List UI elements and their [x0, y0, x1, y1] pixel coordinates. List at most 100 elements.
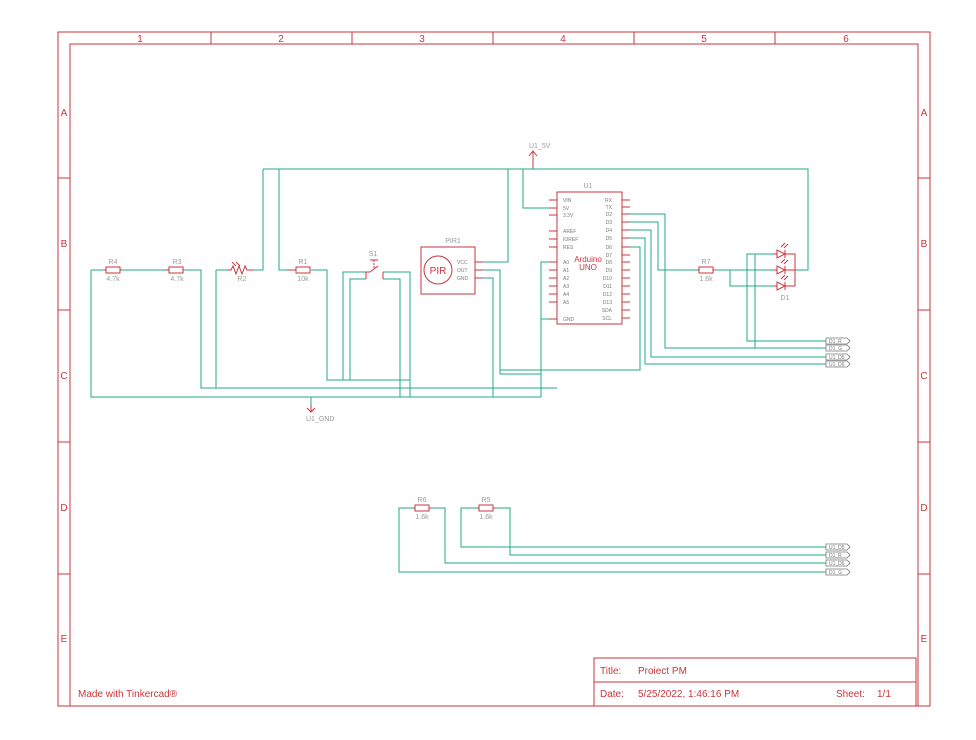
u1-right-pin-label: SCL	[602, 316, 612, 322]
u1-right-pin-label: D6	[606, 245, 613, 251]
gnd-label: U1_GND	[306, 416, 334, 423]
u1-right-pin-label: D13	[603, 300, 612, 306]
r5-value: 1.6k	[479, 514, 493, 521]
u1-name-line2: UNO	[579, 263, 597, 272]
row-label: C	[920, 371, 927, 382]
net-tag	[825, 568, 851, 576]
pir-pin-vcc: VCC	[457, 260, 468, 266]
date-value: 5/25/2022, 1:46:16 PM	[638, 689, 739, 700]
r4-value: 4.7k	[106, 276, 120, 283]
date-label: Date:	[600, 689, 624, 700]
u1-ref: U1	[584, 183, 593, 190]
frame-labels: 1 2 3 4 5 6 A B C D E A B C D E	[60, 34, 927, 645]
u1-right-pin-label: TX	[606, 205, 613, 211]
d1-ref: D1	[781, 295, 790, 302]
pir-body-label: PIR	[430, 266, 447, 277]
resistor-r3: R3 4.7k	[165, 259, 184, 283]
r1-value: 10k	[297, 276, 309, 283]
row-label: B	[921, 239, 928, 250]
vcc-symbol: U1_5V	[528, 143, 551, 168]
u1-left-pin-label: A2	[563, 276, 569, 282]
net-tag	[825, 344, 851, 352]
row-label: E	[61, 634, 68, 645]
pushbutton-s1: S1	[365, 251, 384, 279]
drawing-frame	[57, 31, 931, 707]
net-tag-label: D1_G	[829, 346, 842, 352]
u1-left-pin-label: RES	[563, 245, 574, 251]
u1-left-pin-label: VIN	[563, 198, 572, 204]
gnd-symbol: U1_GND	[306, 405, 334, 423]
title-block: Title: Proiect PM Date: 5/25/2022, 1:46:…	[593, 657, 917, 707]
net-tag	[825, 337, 851, 345]
net-tag-label: U1_D6	[829, 362, 845, 368]
u1-left-pin-label: IOREF	[563, 237, 578, 243]
row-label: E	[921, 634, 928, 645]
title-label: Title:	[600, 666, 621, 677]
row-label: D	[60, 503, 67, 514]
u1-right-pin-label: D11	[603, 284, 612, 290]
u1-right-pin-label: SDA	[602, 308, 613, 314]
net-tag	[825, 360, 851, 368]
sheet-value: 1/1	[877, 689, 891, 700]
u1-right-pin-label: D12	[603, 292, 612, 298]
r7-ref: R7	[702, 259, 711, 266]
pir-ref: PIR1	[445, 238, 461, 245]
r3-value: 4.7k	[170, 276, 184, 283]
resistor-r1: R1 10k	[287, 259, 311, 283]
resistor-r4: R4 4.7k	[104, 259, 122, 283]
u1-right-pin-label: D9	[606, 268, 613, 274]
net-tag-label: D1_R	[829, 553, 842, 559]
rgb-led-d1: D1	[773, 242, 796, 302]
u1-name-line1: Arduino	[574, 255, 602, 264]
u1-right-pin-label: D4	[606, 228, 613, 234]
row-label: A	[61, 108, 68, 119]
r4-ref: R4	[109, 259, 118, 266]
col-label: 4	[560, 34, 566, 45]
u1-left-pin-label: A5	[563, 300, 569, 306]
u1-left-pin-label: A0	[563, 260, 569, 266]
u1-left-pin-label: GND	[563, 317, 575, 323]
net-tag-label: U1_D6	[829, 561, 845, 567]
r6-ref: R6	[418, 497, 427, 504]
u1-right-pin-label: RX	[605, 198, 613, 204]
col-label: 5	[701, 34, 707, 45]
photoresistor-r2: R2	[227, 261, 253, 283]
col-label: 1	[137, 34, 143, 45]
u1-right-pin-label: D2	[606, 212, 613, 218]
col-label: 6	[843, 34, 849, 45]
net-tag	[825, 543, 851, 551]
u1-right-pin-label: D7	[606, 253, 613, 259]
title-value: Proiect PM	[638, 666, 687, 677]
row-label: B	[61, 239, 68, 250]
u1-left-pin-label: 3.3V	[563, 213, 574, 219]
net-tag	[825, 559, 851, 567]
r2-ref: R2	[238, 276, 247, 283]
net-tag-label: D1_G	[829, 570, 842, 576]
r1-ref: R1	[299, 259, 308, 266]
r3-ref: R3	[173, 259, 182, 266]
r5-ref: R5	[482, 497, 491, 504]
r6-value: 1.6k	[415, 514, 429, 521]
row-label: A	[921, 108, 928, 119]
net-tag	[825, 551, 851, 559]
pir-pin-gnd: GND	[457, 276, 469, 282]
col-label: 3	[419, 34, 425, 45]
sheet-label: Sheet:	[836, 689, 865, 700]
resistor-r7: R7 1.6k	[697, 259, 715, 283]
resistor-r6: R6 1.6k	[413, 497, 431, 521]
u1-left-pin-label: A4	[563, 292, 569, 298]
u1-right-pin-label: D8	[606, 260, 613, 266]
u1-right-pin-label: D5	[606, 236, 613, 242]
net-tag	[825, 353, 851, 361]
u1-left-pin-label: AREF	[563, 229, 576, 235]
arduino-uno-u1: U1 Arduino UNO VIN5V3.3VAREFIOREFRESA0A1…	[549, 183, 630, 325]
tinkercad-credit: Made with Tinkercad®	[78, 689, 178, 700]
net-tag-label: U1_D5	[829, 355, 845, 361]
vcc-label: U1_5V	[529, 143, 551, 150]
row-label: D	[920, 503, 927, 514]
